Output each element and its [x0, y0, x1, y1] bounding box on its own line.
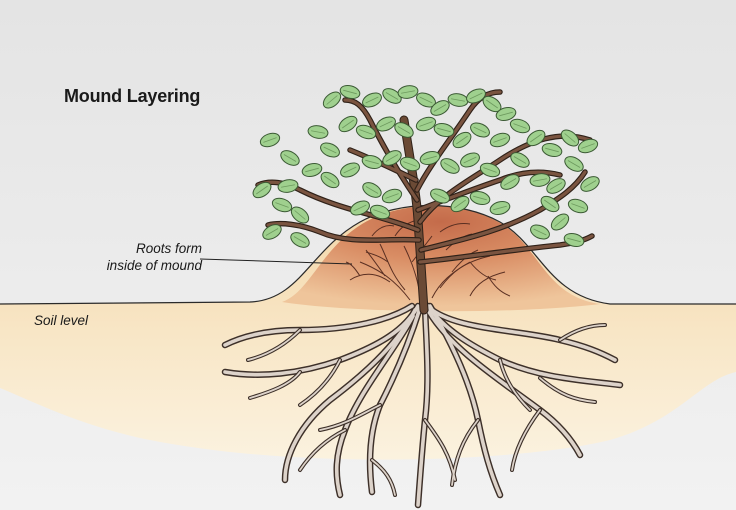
soil-level-label: Soil level: [34, 312, 88, 329]
roots-label-line-2: inside of mound: [82, 257, 202, 274]
roots-label-line-1: Roots form: [82, 240, 202, 257]
roots-form-label: Roots form inside of mound: [82, 240, 202, 274]
diagram-title: Mound Layering: [64, 86, 200, 107]
